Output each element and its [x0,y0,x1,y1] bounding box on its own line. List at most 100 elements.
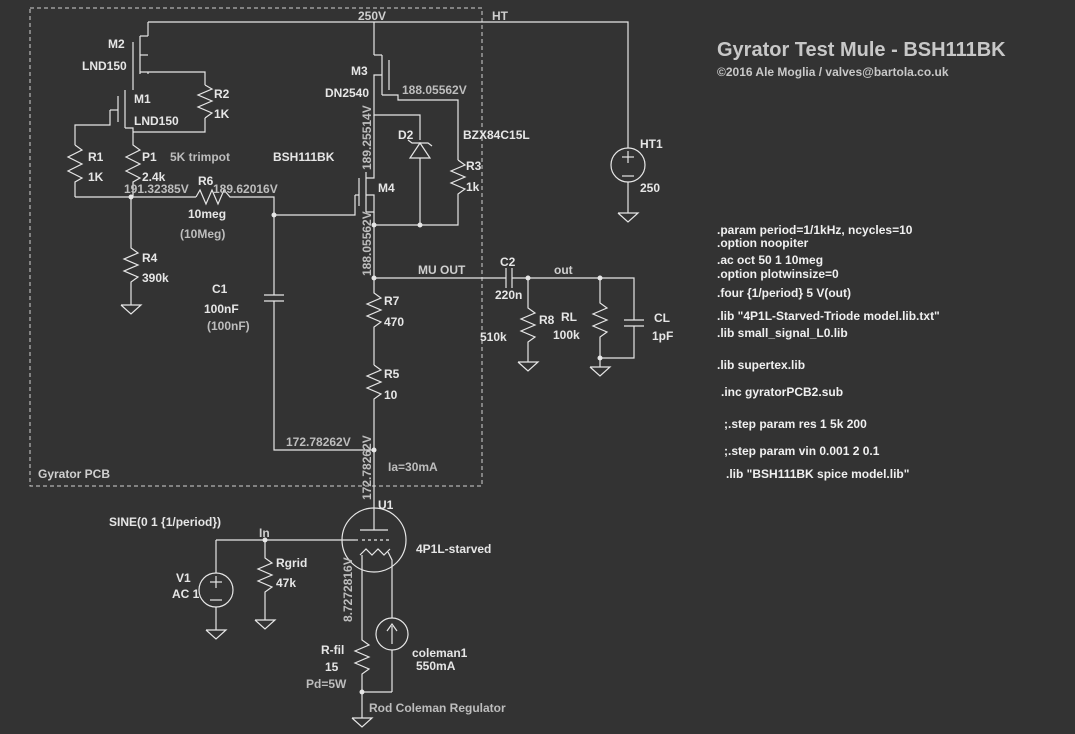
r2-value: 1K [214,107,230,121]
spice-line: ;.step param vin 0.001 2 0.1 [724,444,880,458]
ht1-source [610,147,646,223]
cl-label: CL [654,311,670,325]
rfil-label: R-fil [321,643,344,657]
node-ht: HT [492,9,509,23]
node-out: out [554,263,573,277]
p1-note: 5K trimpot [170,150,230,164]
p1-label: P1 [142,150,157,164]
m1-model: LND150 [134,114,179,128]
coleman-note: Rod Coleman Regulator [369,701,506,715]
m2-model: LND150 [82,59,127,73]
r8-ground [517,361,540,372]
rgrid-ground [254,619,277,630]
r6-resistor [195,188,275,215]
spice-line: .param period=1/1kHz, ncycles=10 [717,223,913,237]
pcb-border [29,7,483,487]
spice-line: .lib small_signal_L0.lib [717,326,848,340]
rgrid-value: 47k [276,576,296,590]
r4-label: R4 [142,251,158,265]
junction-dot [371,222,377,228]
r4-ground [120,304,143,315]
r3-resistor [374,159,467,226]
m2-mosfet [132,22,206,85]
junction-dot [371,447,377,453]
rl-resistor [591,278,609,358]
r8-resistor [519,278,537,362]
r3-label: R3 [466,159,482,173]
d2-zener [407,139,433,225]
spice-line: .ac oct 50 1 10meg [717,253,823,267]
m4-label: M4 [378,181,395,195]
r6-label: R6 [198,174,214,188]
c2-label: C2 [500,255,516,269]
r5-value: 10 [384,388,398,402]
node-ia: Ia=30mA [388,460,438,474]
m3-label: M3 [351,64,368,78]
r7-value: 470 [384,315,404,329]
c1-label: C1 [212,282,228,296]
u1-triode [341,505,407,618]
spice-line: .option plotwinsize=0 [717,267,839,281]
c1-note: (100nF) [207,319,250,333]
u1-model: 4P1L-starved [416,542,491,556]
coleman-source [375,617,409,692]
d2-model: BZX84C15L [463,128,530,142]
r5-resistor [365,364,383,505]
cl-value: 1pF [652,329,673,343]
r8-label: R8 [539,313,555,327]
rfil-ground [351,692,374,728]
rl-label: RL [561,310,577,324]
spice-line: .inc gyratorPCB2.sub [721,385,843,399]
copyright: ©2016 Ale Moglia / valves@bartola.co.uk [717,65,949,79]
r2-resistor [196,84,214,119]
node-filament-voltage: 8.7272816V [341,557,355,622]
rl-value: 100k [553,328,580,342]
v1-label: V1 [176,571,191,585]
node-in: In [259,526,270,540]
coleman-value: 550mA [416,659,456,673]
pcb-label: Gyrator PCB [38,467,110,481]
ht-rail [148,21,629,148]
rfil-note: Pd=5W [306,677,347,691]
r1-label: R1 [88,150,104,164]
node-m3-gate: 189.25514V [360,105,374,170]
v1-value: AC 1 [172,587,200,601]
r7-resistor [365,278,383,365]
node-m3-source: 188.05562V [402,83,467,97]
p1-trimpot [124,140,142,197]
m3-model: DN2540 [325,86,369,100]
node-r1-voltage: 191.32385V [124,182,189,196]
node-250v: 250V [358,9,386,23]
node-plate-voltage: 172.78262V [360,435,374,500]
rgrid-resistor [256,540,274,620]
c2-value: 220n [495,288,522,302]
r7-label: R7 [384,294,400,308]
c1-bottom-wire [273,301,374,451]
spice-line: .lib "4P1L-Starved-Triode model.lib.txt" [717,309,940,323]
m1-label: M1 [134,92,151,106]
ht1-label: HT1 [640,137,663,151]
v1-source [198,540,234,640]
r8-value: 510k [480,330,507,344]
m4-gate-wire [274,195,356,216]
r6-value: 10meg [188,207,226,221]
node-mu-out: MU OUT [418,263,466,277]
spice-line: .lib supertex.lib [717,358,805,372]
m1-mosfet [74,68,206,145]
p1-value: 2.4k [142,170,166,184]
v1-source-expr: SINE(0 1 {1/period}) [109,515,221,529]
spice-line: .four {1/period} 5 V(out) [717,286,851,300]
r2-label: R2 [214,87,230,101]
rfil-value: 15 [325,660,339,674]
r3-value: 1k [466,180,480,194]
spice-line: .lib "BSH111BK spice model.lib" [726,467,909,481]
r5-label: R5 [384,367,400,381]
spice-line: .option noopiter [717,236,809,250]
c1-value: 100nF [204,302,239,316]
cl-capacitor [600,319,644,359]
rl-ground [589,358,612,377]
rfil-resistor [353,590,392,693]
d2-label: D2 [398,128,414,142]
